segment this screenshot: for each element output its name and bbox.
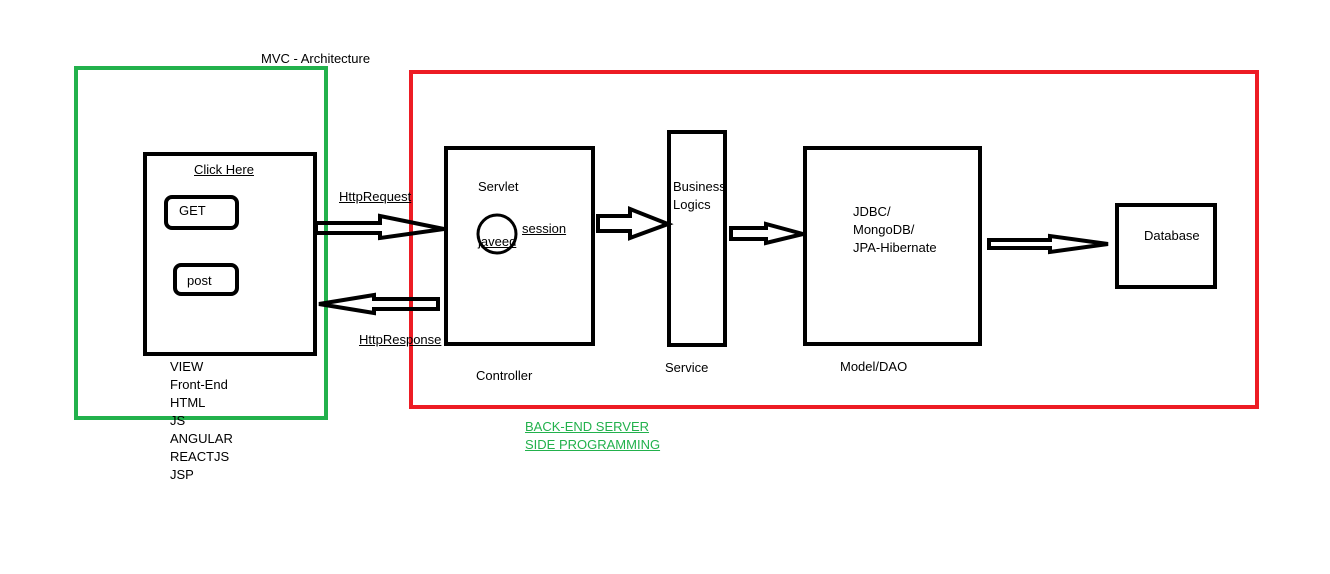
click-here-link[interactable]: Click Here: [194, 162, 254, 177]
session-id-label: javeed: [478, 234, 517, 249]
view-caption-line: VIEW: [170, 359, 204, 374]
database-box: [1115, 203, 1217, 289]
post-button-shape: [173, 263, 239, 296]
service-inner-line: Logics: [673, 197, 711, 212]
model-inner-line: JDBC/: [853, 204, 891, 219]
controller-caption: Controller: [476, 368, 533, 383]
view-caption-line: HTML: [170, 395, 206, 410]
view-box: [143, 152, 317, 356]
request-arrow: [314, 213, 445, 241]
post-button[interactable]: post: [187, 273, 212, 288]
backend-caption-line: BACK-END SERVER: [525, 419, 650, 434]
backend-caption: BACK-END SERVER SIDE PROGRAMMING: [525, 418, 660, 454]
get-button[interactable]: GET: [179, 203, 206, 218]
service-model-arrow: [729, 221, 804, 246]
model-inner: JDBC/ MongoDB/ JPA-Hibernate: [853, 203, 937, 257]
backend-frame: [409, 70, 1259, 409]
view-frame: [74, 66, 328, 420]
service-inner: Business Logics: [673, 178, 726, 214]
service-box: [667, 130, 727, 347]
database-label: Database: [1144, 228, 1200, 243]
service-caption: Service: [665, 360, 709, 375]
model-box: [803, 146, 982, 346]
http-request-label: HttpRequest: [339, 189, 412, 204]
model-database-arrow: [987, 233, 1109, 255]
diagram-title: MVC - Architecture: [261, 51, 371, 66]
session-label: session: [522, 221, 567, 236]
model-inner-line: JPA-Hibernate: [853, 240, 937, 255]
view-caption-line: Front-End: [170, 377, 228, 392]
get-button-shape: [164, 195, 239, 230]
view-caption-line: REACTJS: [170, 449, 230, 464]
view-caption: VIEW Front-End HTML JS ANGULAR REACTJS J…: [170, 358, 233, 484]
controller-box: [444, 146, 595, 346]
view-caption-line: JSP: [170, 467, 194, 482]
model-caption: Model/DAO: [840, 359, 908, 374]
view-caption-line: ANGULAR: [170, 431, 233, 446]
service-inner-line: Business: [673, 179, 726, 194]
backend-caption-line: SIDE PROGRAMMING: [525, 437, 661, 452]
session-circle: [476, 213, 518, 255]
view-caption-line: JS: [170, 413, 186, 428]
servlet-label: Servlet: [478, 179, 519, 194]
response-arrow: [318, 292, 440, 316]
controller-service-arrow: [596, 206, 674, 241]
http-response-label: HttpResponse: [359, 332, 442, 347]
model-inner-line: MongoDB/: [853, 222, 915, 237]
